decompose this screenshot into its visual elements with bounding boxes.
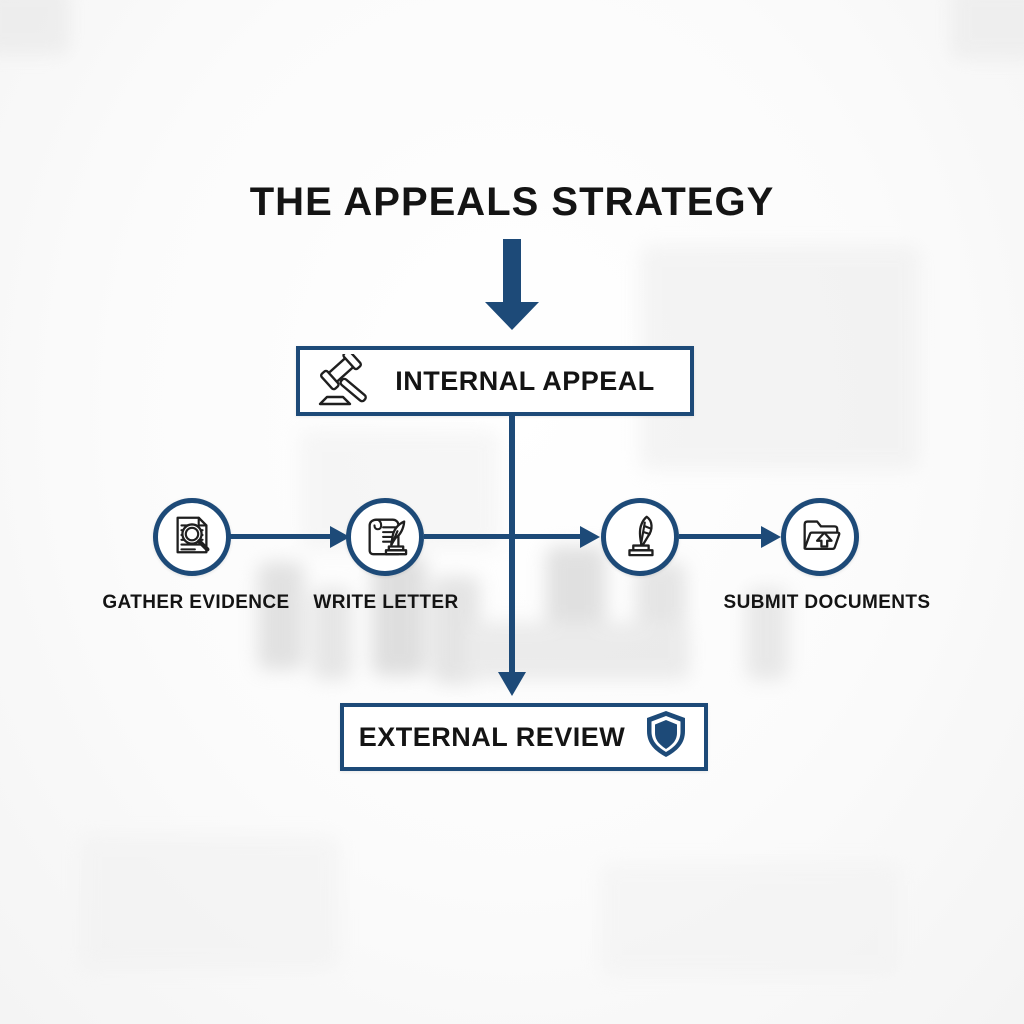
arrow-gather-to-write — [230, 534, 332, 539]
vertical-connector-arrowhead-icon — [498, 672, 526, 696]
page-title: THE APPEALS STRATEGY — [249, 180, 775, 224]
external-review-box: EXTERNAL REVIEW — [340, 703, 708, 771]
arrowhead-gather-to-write-icon — [330, 526, 350, 548]
arrowhead-sign-to-submit-icon — [761, 526, 781, 548]
external-review-label: EXTERNAL REVIEW — [358, 721, 626, 752]
gavel-icon — [314, 354, 372, 408]
step-sign-quill-circle — [601, 498, 679, 576]
folder-upload-icon — [797, 512, 843, 563]
arrowhead-write-to-sign-icon — [580, 526, 600, 548]
down-block-arrow-head-icon — [485, 302, 539, 330]
internal-appeal-box: INTERNAL APPEAL — [296, 346, 694, 416]
internal-appeal-label: INTERNAL APPEAL — [395, 365, 655, 396]
scroll-quill-icon — [362, 512, 408, 563]
arrow-sign-to-submit — [679, 534, 763, 539]
vertical-connector-line — [509, 414, 515, 672]
quill-inkstand-icon — [617, 512, 663, 563]
shield-icon — [643, 709, 689, 766]
step-label-write-letter: WRITE LETTER — [313, 592, 459, 613]
document-magnifier-icon — [169, 512, 215, 563]
step-write-letter-circle — [346, 498, 424, 576]
step-submit-documents-circle — [781, 498, 859, 576]
step-gather-evidence-circle — [153, 498, 231, 576]
step-label-gather-evidence: GATHER EVIDENCE — [102, 592, 290, 613]
down-block-arrow-icon — [503, 239, 521, 303]
step-label-submit-documents: SUBMIT DOCUMENTS — [723, 592, 931, 613]
arrow-write-to-sign — [424, 534, 582, 539]
